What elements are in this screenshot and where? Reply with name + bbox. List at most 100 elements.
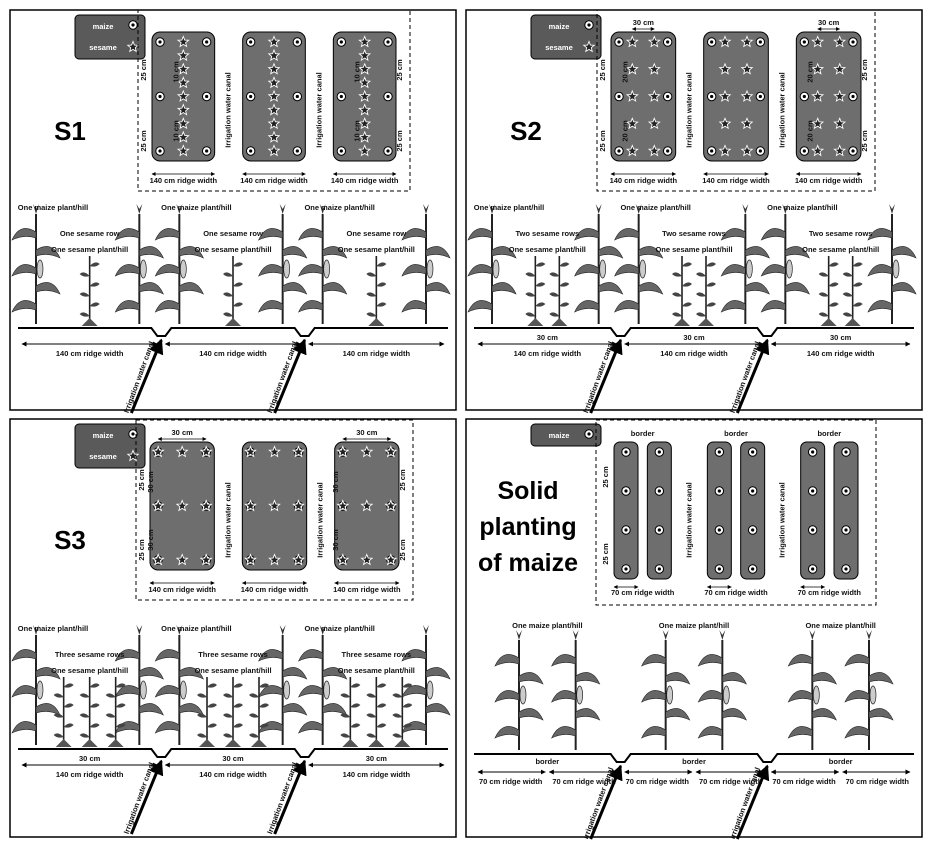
maize-hill-label: One maize plant/hill [805,621,875,630]
maize-tassel [889,204,895,214]
sesame-plant-icon [105,677,126,747]
sesame-plant-icon [199,499,213,512]
maize-ear [576,685,584,705]
ridge-width-label: 70 cm ridge width [479,777,543,786]
maize-leaf [722,708,747,721]
spacing-label: 25 cm [598,130,607,152]
sesame-base-leaves [342,739,359,747]
sesame-leaf [79,693,90,698]
sesame-plant-icon [811,62,825,75]
canal-label: Irrigation water canal [316,482,325,557]
sesame-leaf [535,302,546,307]
maize-leaf [551,690,576,703]
spacing-label: 25 cm [395,130,404,152]
maize-ear [869,685,877,705]
sesame-leaf [392,693,403,698]
sesame-leaf [350,683,361,688]
maize-hill-center [657,567,661,571]
spacing-label: 25 cm [860,130,869,152]
sesame-leaf [852,302,863,307]
maize-hill-label: One maize plant/hill [659,621,729,630]
plan-view-frame [595,419,877,606]
sesame-rows-label: Two sesame rows [809,229,873,238]
maize-plant-icon [467,204,517,324]
ridge-width-label: 140 cm ridge width [148,585,216,594]
plan-view-frame [135,419,414,601]
sesame-leaf [706,262,716,267]
maize-hill-icon [654,525,665,535]
sesame-rows-label: Three sesame rows [198,650,268,659]
spacing-label: 30 cm [356,428,378,437]
maize-leaf [467,264,493,277]
panel-title: Solid [497,477,558,505]
border-label: border [724,429,748,438]
maize-hill-center [624,567,628,571]
legend-maize-label: maize [549,22,570,31]
sesame-hill-label: One sesame plant/hill [194,666,271,675]
maize-leaf [785,282,810,295]
maize-leaf [154,228,180,241]
maize-hill-icon [755,37,766,47]
sesame-leaf [376,723,387,728]
sesame-plant-icon [358,62,372,75]
sesame-leaf [233,683,243,688]
maize-leaf [179,282,204,295]
maize-hill-icon [621,447,631,457]
maize-leaf [760,228,786,241]
maize-plant-icon [11,625,61,745]
maize-hill-icon [584,429,594,439]
maize-leaf [35,667,61,680]
sesame-leaf [249,693,259,698]
border-label: border [535,757,559,766]
sesame-plant-icon [175,499,189,512]
maize-hill-icon [706,91,717,102]
sesame-leaf [79,292,90,297]
maize-leaf [638,246,664,259]
sesame-base-leaves [551,318,568,326]
maize-leaf [868,708,894,721]
sesame-plant-icon [151,499,165,512]
sesame-leaf [525,292,536,297]
sesame-plant-icon [718,62,732,75]
maize-leaf [322,246,348,259]
maize-plant-icon [760,204,810,324]
maize-hill-icon [614,37,624,47]
sesame-plant-icon [358,76,372,89]
maize-hill-label: One maize plant/hill [161,624,231,633]
sesame-leaf [207,683,217,688]
sesame-plant-icon [267,130,281,143]
sesame-leaf [207,723,217,728]
sesame-leaf [259,723,269,728]
maize-leaf [282,246,308,259]
sesame-leaf [89,302,100,307]
maize-ear [283,680,291,700]
sesame-plant-icon [336,499,350,512]
sesame-leaf [233,703,243,708]
canal-arrow [273,338,307,414]
sesame-plant-icon [223,256,243,326]
maize-ear [599,259,607,279]
sesame-leaf [842,312,853,317]
ground-line [18,327,448,337]
sesame-leaf [340,713,351,718]
maize-hill-icon [155,37,165,47]
maize-ear [426,680,434,700]
sesame-leaf [535,262,546,267]
maize-tassel [319,625,326,635]
spacing-label: 30 cm [222,754,244,763]
maize-leaf [401,300,427,313]
maize-hill-center [339,149,343,153]
maize-hill-center [802,40,806,44]
maize-hill-icon [755,146,766,156]
maize-leaf [11,649,37,662]
maize-hill-icon [807,564,818,574]
sesame-plant-icon [833,144,847,157]
maize-hill-icon [799,37,810,47]
sesame-base-leaves [368,318,385,326]
sesame-leaf [115,683,126,688]
